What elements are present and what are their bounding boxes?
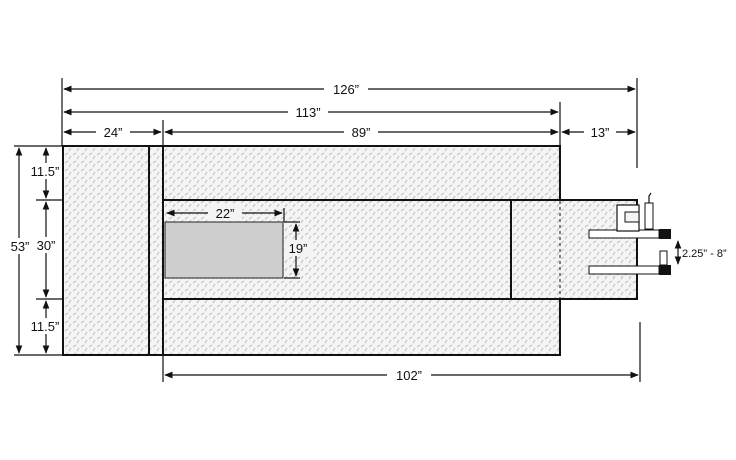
fork-upper-tip	[659, 229, 671, 239]
dim-body-label: 89”	[352, 125, 371, 140]
dim-overall-label: 126”	[333, 82, 359, 97]
fork-lower-tip	[659, 265, 671, 275]
dim-width-bg	[6, 238, 36, 254]
dim-main-bg	[288, 103, 328, 121]
dim-bottom-margin-bg	[28, 318, 62, 334]
hitch-clamp	[624, 211, 640, 223]
dim-bottom-length-bg	[387, 366, 431, 384]
hitch-pin-upper	[644, 202, 654, 230]
dim-slot-width-label: 19”	[289, 241, 308, 256]
dim-slot-length-label: 22”	[216, 206, 235, 221]
dim-front-bg	[96, 123, 130, 141]
dim-top-margin-label: 11.5”	[31, 164, 60, 179]
dim-fork-spacing-label: 2.25” - 8”	[682, 248, 727, 260]
dim-extension-bg	[584, 123, 616, 141]
fork-lower	[588, 265, 660, 275]
dim-center-label: 30”	[37, 238, 56, 253]
dim-body-bg	[344, 123, 378, 141]
dim-center-bg	[32, 237, 60, 253]
dim-width-label: 53”	[11, 239, 30, 254]
dim-bottom-margin-label: 11.5”	[31, 319, 60, 334]
dim-overall-bg	[324, 80, 368, 98]
slot-opening	[164, 221, 284, 279]
dim-slot-width-bg	[284, 240, 312, 256]
fork-assembly	[588, 192, 671, 275]
hitch-pin-lower	[659, 250, 668, 266]
dim-top-margin-bg	[28, 163, 62, 179]
dim-main-label: 113”	[295, 105, 320, 120]
dim-extension-label: 13”	[591, 125, 610, 140]
hitch-handle	[648, 192, 652, 203]
extension-box	[510, 199, 638, 300]
dim-bottom-length-label: 102”	[396, 368, 422, 383]
dim-front-label: 24”	[104, 125, 123, 140]
dim-slot-length-bg	[208, 204, 242, 221]
